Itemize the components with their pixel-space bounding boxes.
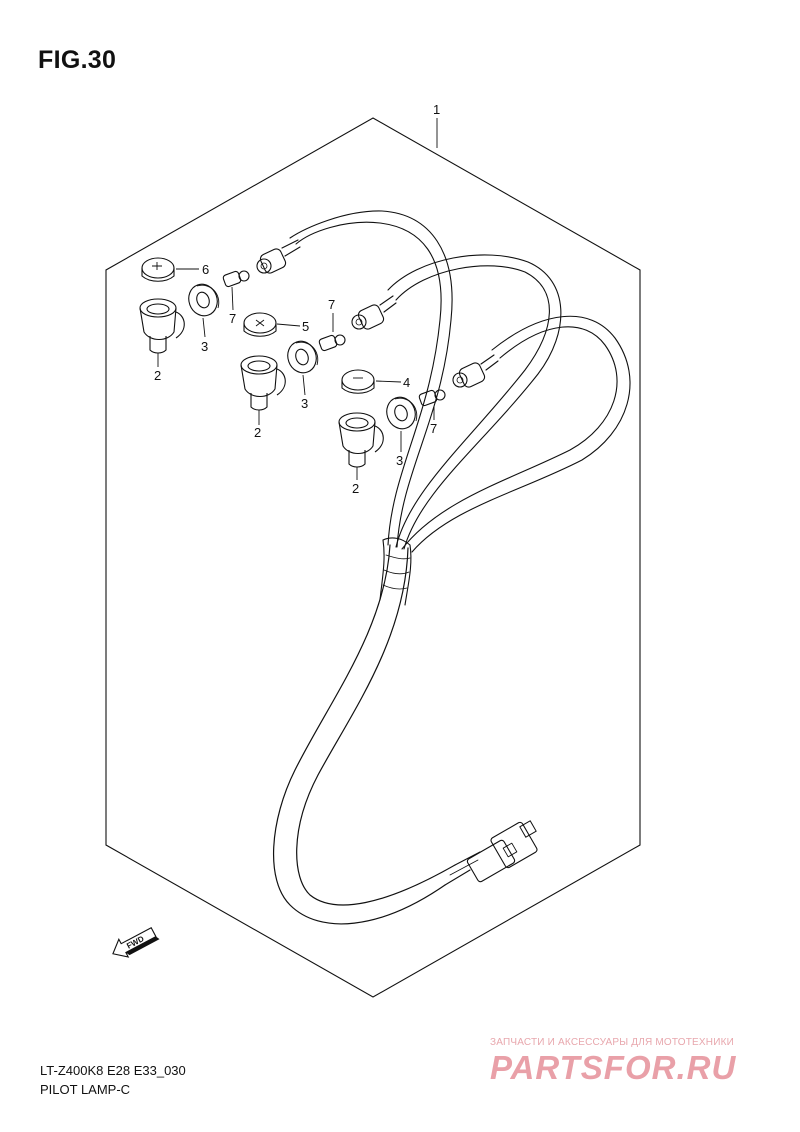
callout-3-middle: 3 (301, 396, 308, 411)
part-group-name: PILOT LAMP-C (40, 1082, 131, 1097)
grommet-3-left[interactable] (184, 280, 221, 320)
callout-2-left: 2 (154, 368, 161, 383)
callout-2-right: 2 (352, 481, 359, 496)
socket-b (351, 295, 397, 330)
lamp-group-middle (240, 312, 346, 411)
callout-3-right: 3 (396, 453, 403, 468)
watermark-brand: PARTSFOR.RU (490, 1049, 737, 1086)
lamp-group-left (139, 257, 250, 354)
bulb-7-right[interactable] (418, 389, 446, 407)
callout-7-right: 7 (430, 421, 437, 436)
grommet-3-right[interactable] (382, 393, 419, 433)
callout-3-left: 3 (201, 339, 208, 354)
forward-arrow-icon: FWD (112, 926, 160, 958)
grommet-3-middle[interactable] (283, 337, 320, 377)
callout-1: 1 (433, 102, 440, 117)
lens-cap-6[interactable] (141, 257, 175, 282)
lamp-group-right (338, 369, 446, 468)
callout-6: 6 (202, 262, 209, 277)
lamp-holder-2-middle[interactable] (240, 355, 286, 411)
lamp-holder-2-left[interactable] (139, 298, 185, 354)
callout-7-middle: 7 (328, 297, 335, 312)
watermark-tagline: ЗАПЧАСТИ И АКСЕССУАРЫ ДЛЯ МОТОТЕХНИКИ (490, 1037, 735, 1048)
model-code: LT-Z400K8 E28 E33_030 (40, 1063, 186, 1078)
bulb-7-left[interactable] (222, 270, 250, 288)
harness-connector (444, 820, 538, 886)
callout-2-middle: 2 (254, 425, 261, 440)
callout-7-left: 7 (229, 311, 236, 326)
callout-5: 5 (302, 319, 309, 334)
socket-c (452, 354, 499, 388)
lens-cap-5[interactable] (243, 312, 277, 337)
wiring-harness[interactable] (256, 210, 631, 925)
socket-a (256, 239, 301, 274)
lens-cap-4[interactable] (341, 369, 375, 394)
assembly-frame (105, 117, 641, 998)
figure-title: FIG.30 (38, 46, 117, 74)
callout-4: 4 (403, 375, 410, 390)
leader-lines (157, 118, 438, 480)
bulb-7-middle[interactable] (318, 334, 346, 352)
lamp-holder-2-right[interactable] (338, 412, 384, 468)
